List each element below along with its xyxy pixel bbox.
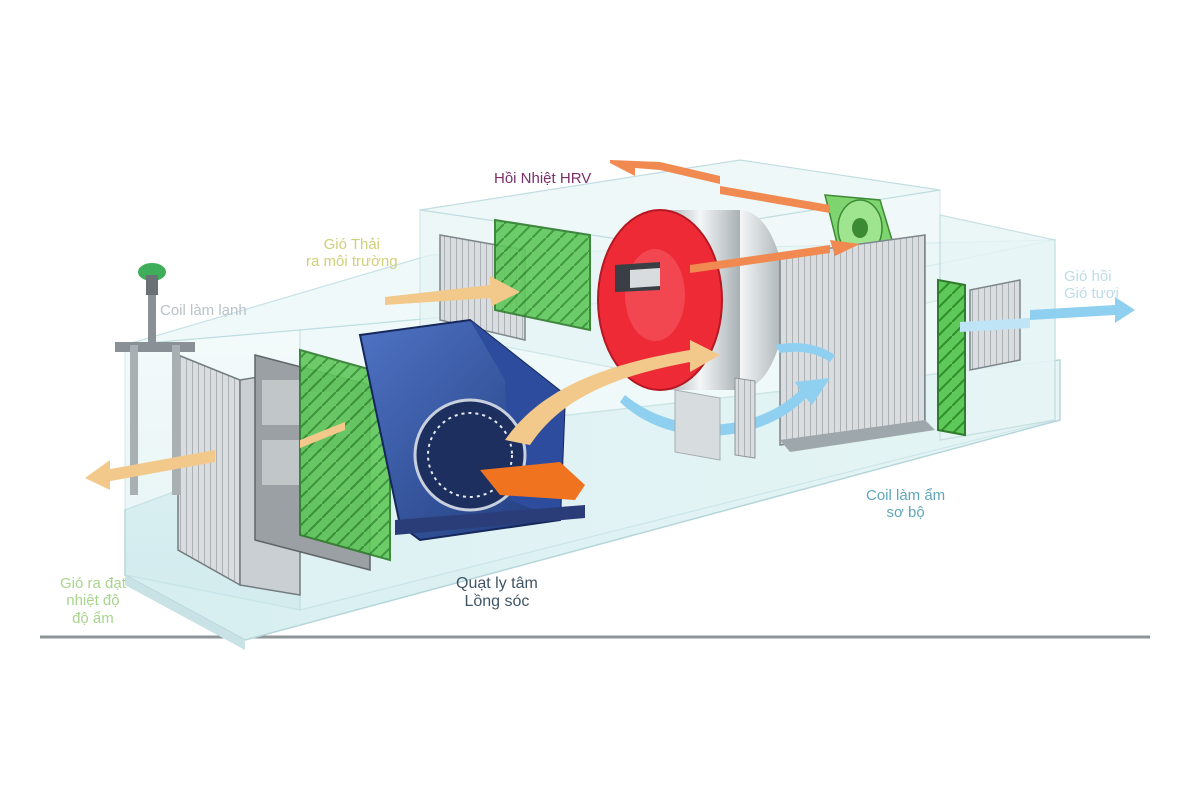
cooling-coil-label: Coil làm lạnh bbox=[160, 302, 247, 319]
centrifugal-fan-label: Quạt ly tâm Lồng sóc bbox=[456, 575, 538, 612]
right-filter bbox=[937, 278, 966, 437]
valve-assembly bbox=[115, 263, 195, 495]
supply-air-label: Gió ra đạt nhiệt độ độ ẩm bbox=[60, 575, 126, 627]
humidifier-coil-label: Coil làm ẩm sơ bộ bbox=[866, 487, 945, 522]
exhaust-air-label-line1: Gió Thải bbox=[323, 236, 380, 253]
hrv-motor bbox=[615, 262, 660, 292]
exhaust-fan bbox=[824, 194, 896, 257]
hrv-label: Hồi Nhiệt HRV bbox=[494, 170, 592, 187]
humidifier-coil bbox=[779, 234, 926, 446]
upper-filter bbox=[494, 218, 591, 332]
centrifugal-fan-label-line1: Quạt ly tâm bbox=[456, 575, 538, 592]
cooling-coil bbox=[177, 353, 241, 587]
humidifier-coil-label-line1: Coil làm ẩm bbox=[866, 487, 946, 504]
supply-air-label-line1: Gió ra đạt bbox=[60, 575, 126, 592]
supply-air-label-line2: nhiệt độ bbox=[66, 592, 120, 610]
return-air-label-line1: Gió hồi bbox=[1064, 268, 1112, 285]
exhaust-air-label: Gió Thải ra môi trường bbox=[306, 236, 398, 271]
exhaust-air-label-line2: ra môi trường bbox=[306, 253, 398, 271]
humidifier-coil-tray bbox=[780, 420, 935, 452]
supply-air-label-line3: độ ẩm bbox=[72, 609, 114, 627]
centrifugal-fan-label-line2: Lồng sóc bbox=[464, 593, 530, 611]
humidifier-coil-label-line2: sơ bộ bbox=[886, 504, 925, 522]
fresh-air-label-line2: Gió tươi bbox=[1064, 285, 1119, 303]
damper-panel bbox=[734, 377, 756, 459]
divider-panel bbox=[674, 389, 721, 461]
return-fresh-air-label: Gió hồi Gió tươi bbox=[1064, 268, 1119, 303]
base-slab-front bbox=[125, 575, 245, 650]
airflow-arrows bbox=[85, 160, 1135, 500]
lower-filter bbox=[299, 348, 391, 562]
